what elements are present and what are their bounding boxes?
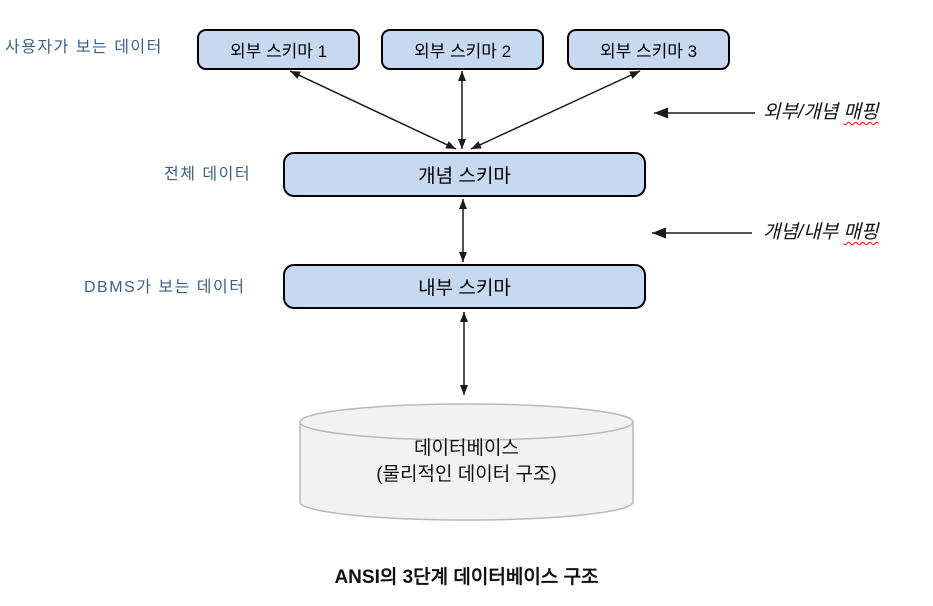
external-schema-1-label: 외부 스키마 1: [229, 42, 328, 61]
arrow-ext1-conceptual: [289, 70, 457, 150]
external-schema-1-box: 외부 스키마 1: [197, 29, 360, 70]
mapping1-term: 매핑: [843, 102, 879, 123]
mapping1-prefix: 외부/개념: [763, 102, 844, 123]
database-label-line2: (물리적인 데이터 구조): [376, 464, 557, 485]
label-dbms-view: DBMS가 보는 데이터: [84, 279, 246, 296]
conceptual-schema-box: 개념 스키마: [283, 152, 646, 197]
conceptual-internal-mapping-label: 개념/내부 매핑: [763, 220, 933, 246]
database-label-line1: 데이터베이스: [414, 438, 519, 459]
internal-schema-box: 내부 스키마: [283, 264, 646, 309]
diagram-caption: ANSI의 3단계 데이터베이스 구조: [334, 567, 599, 588]
external-schema-3-label: 외부 스키마 3: [599, 42, 698, 61]
mapping2-prefix: 개념/내부: [763, 222, 844, 243]
external-schema-2-box: 외부 스키마 2: [381, 29, 544, 70]
mapping2-term: 매핑: [843, 222, 879, 243]
database-label: 데이터베이스 (물리적인 데이터 구조): [300, 436, 633, 488]
conceptual-schema-label: 개념 스키마: [418, 166, 511, 187]
arrow-ext3-conceptual: [470, 70, 641, 150]
external-schema-2-label: 외부 스키마 2: [413, 42, 512, 61]
label-whole-data: 전체 데이터: [164, 166, 252, 183]
external-conceptual-mapping-label: 외부/개념 매핑: [763, 100, 933, 126]
label-users-view: 사용자가 보는 데이터: [5, 39, 163, 56]
internal-schema-label: 내부 스키마: [418, 278, 511, 299]
external-schema-3-box: 외부 스키마 3: [567, 29, 730, 70]
